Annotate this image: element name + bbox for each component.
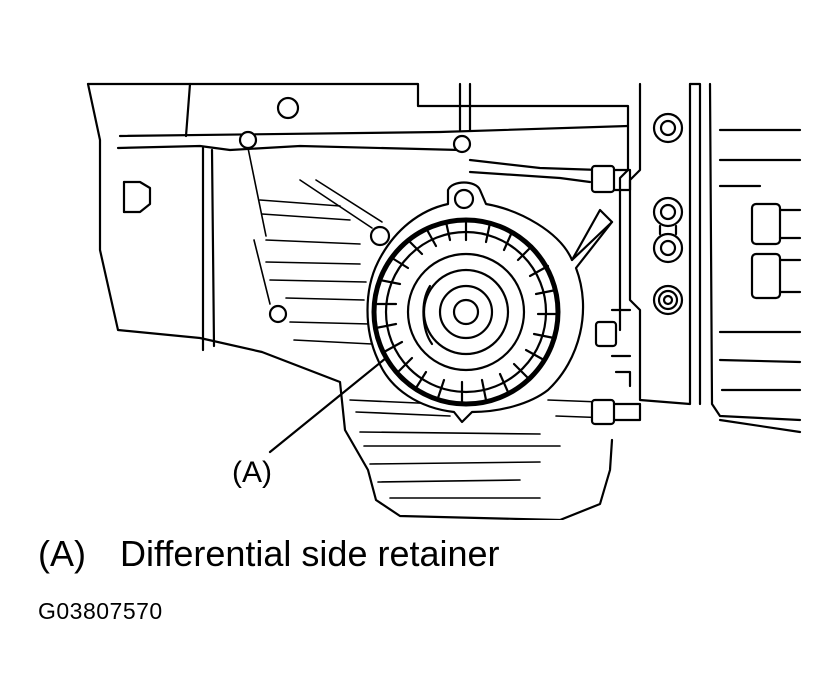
callout-a-label: (A) [232, 456, 272, 489]
figure-code: G03807570 [38, 598, 163, 624]
valve-body [590, 82, 802, 434]
oil-pan-ribs [349, 399, 611, 499]
callout-a: (A) [232, 356, 388, 489]
legend: (A) Differential side retainer [38, 533, 500, 575]
differential-side-retainer [371, 217, 561, 407]
retainer-notches [374, 218, 560, 404]
legend-description: Differential side retainer [120, 533, 500, 574]
case-ribs [247, 147, 383, 345]
legend-key: (A) [38, 533, 86, 574]
case-bosses [122, 96, 472, 324]
case-outline [86, 82, 630, 520]
transmission-case-drawing: (A) [86, 82, 802, 520]
technical-illustration: (A) [86, 82, 802, 520]
